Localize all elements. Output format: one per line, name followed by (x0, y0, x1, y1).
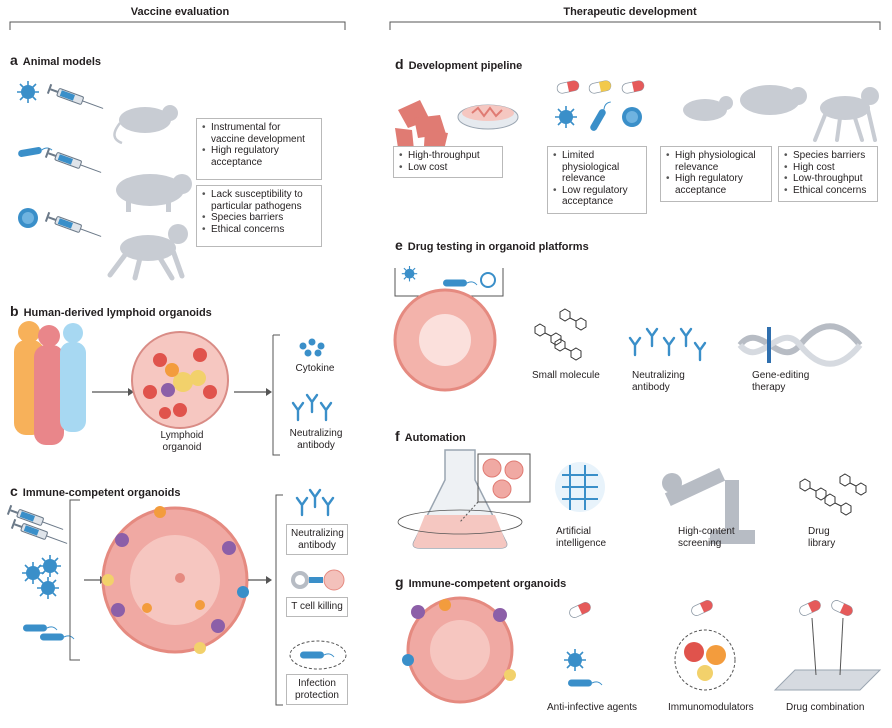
panel-d-box3-item-2: High regulatory acceptance (666, 173, 766, 196)
organoid-icon-e (393, 288, 497, 392)
panel-d-box-3: High physiological relevance High regula… (660, 146, 772, 202)
cytokine-label: Cytokine (295, 363, 335, 374)
rat-icon (113, 105, 178, 145)
immune-organoid-icon-c (101, 506, 249, 654)
panel-d-box4-item-2: High cost (784, 162, 872, 174)
small-molecule-icon (534, 308, 587, 361)
dna-helix-icon (737, 323, 863, 367)
high-content-screening-label: High-content screening (678, 526, 735, 549)
organoid-inset-box (477, 453, 531, 503)
small-molecule-label: Small molecule (532, 370, 600, 381)
cytokine-icon (299, 338, 325, 357)
infection-protection-box: Infection protection (286, 674, 348, 705)
ai-chip-icon (555, 462, 605, 512)
panel-a-con-3: Ethical concerns (202, 224, 316, 236)
panel-d-box-2: Limited physiological relevance Low regu… (547, 146, 647, 214)
panel-d-pathogens (554, 98, 642, 133)
panel-d-box1-item-1: High-throughput (399, 150, 497, 162)
monkey-icon (107, 224, 188, 281)
antibody-icon-e (628, 327, 707, 362)
panel-a-con-1: Lack susceptibility to particular pathog… (202, 189, 316, 212)
immune-organoid-icon-g (402, 596, 516, 704)
petri-dish-icon (457, 104, 519, 130)
panel-a-syringe-icon-1 (46, 83, 106, 114)
panel-d-box4-item-4: Ethical concerns (784, 185, 872, 197)
panel-a-cons-box: Lack susceptibility to particular pathog… (196, 185, 322, 247)
panel-a-virus-icon (16, 80, 40, 104)
capsule-icons (555, 79, 646, 95)
panel-d-box2-item-2: Low regulatory acceptance (553, 185, 641, 208)
lymphoid-organoid-icon (131, 331, 229, 429)
artificial-intelligence-label: Artificial intelligence (556, 526, 607, 549)
anti-infective-icon (563, 600, 603, 687)
drug-library-icon (799, 473, 867, 516)
immunomodulator-icon (674, 598, 736, 691)
flask-icon (397, 449, 523, 549)
anti-infective-agents-label: Anti-infective agents (547, 702, 638, 713)
column-bracket-left (9, 21, 346, 30)
lymphoid-organoid-label: Lymphoid organoid (160, 430, 204, 453)
drug-library-label: Drug library (808, 526, 836, 549)
panel-d-box-4: Species barriers High cost Low-throughpu… (778, 146, 878, 202)
robot-arm-icon (662, 467, 755, 544)
organoid-inset-icons (482, 458, 524, 499)
panel-a-virus-icon-2 (18, 208, 38, 228)
panel-c-viruses (21, 554, 62, 600)
panel-c-bacteria (22, 624, 75, 641)
antibody-icon-c (295, 488, 335, 517)
pig-icon (116, 174, 192, 212)
t-cell-killing-box: T cell killing (286, 597, 348, 617)
panel-d-animals (683, 85, 879, 142)
t-cell-killing-icon (291, 569, 345, 591)
panel-a-con-2: Species barriers (202, 212, 316, 224)
panel-a-pro-1: Instrumental for vaccine development (202, 122, 316, 145)
panel-d-box4-item-3: Low-throughput (784, 173, 872, 185)
panel-a-pro-2: High regulatory acceptance (202, 145, 316, 168)
panel-d-box1-item-2: Low cost (399, 162, 497, 174)
panel-a-syringe-icon-3 (44, 211, 104, 242)
column-header-vaccine: Vaccine evaluation (130, 6, 230, 18)
panel-d-box4-item-1: Species barriers (784, 150, 872, 162)
column-bracket-right (389, 21, 881, 30)
neutralizing-antibody-label-e: Neutralizing antibody (632, 370, 685, 393)
bracket-b (272, 334, 280, 456)
drug-combination-icon (773, 598, 882, 691)
infection-protection-icon (289, 640, 347, 670)
neutralizing-antibody-box-c: Neutralizing antibody (286, 524, 348, 555)
panel-d-box-1: High-throughput Low cost (393, 146, 503, 178)
neutralizing-antibody-label-b: Neutralizing antibody (289, 428, 343, 451)
panel-a-pros-box: Instrumental for vaccine development Hig… (196, 118, 322, 180)
antibody-icon-b (291, 393, 333, 422)
panel-e-pathogens (401, 265, 496, 288)
column-header-therapeutic: Therapeutic development (563, 6, 697, 18)
gene-editing-therapy-label: Gene-editing therapy (752, 370, 810, 393)
panel-c-syringes (6, 504, 70, 549)
bracket-c-left (69, 499, 80, 661)
panel-d-box2-item-1: Limited physiological relevance (553, 150, 641, 185)
cell-cluster-icon (395, 100, 448, 150)
drug-combination-label: Drug combination (786, 702, 865, 713)
panel-a-syringe-icon-2 (44, 147, 104, 178)
human-figures-icon (14, 321, 86, 445)
panel-d-box3-item-1: High physiological relevance (666, 150, 766, 173)
bracket-c-right (275, 494, 283, 706)
immunomodulators-label: Immunomodulators (668, 702, 754, 713)
